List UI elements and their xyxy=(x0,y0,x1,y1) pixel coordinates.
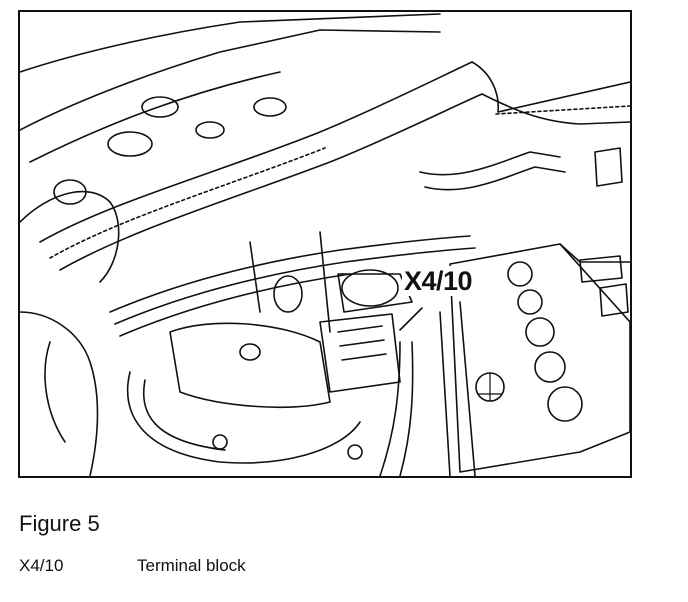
figure-caption: Figure 5 xyxy=(19,511,100,536)
legend-row: X4/10 Terminal block xyxy=(19,556,246,576)
engine-bay-illustration xyxy=(18,10,632,478)
component-callout-label: X4/10 xyxy=(402,266,475,296)
legend-code: X4/10 xyxy=(19,556,64,575)
engine-bay-drawing xyxy=(20,13,630,476)
legend-description: Terminal block xyxy=(137,556,246,575)
